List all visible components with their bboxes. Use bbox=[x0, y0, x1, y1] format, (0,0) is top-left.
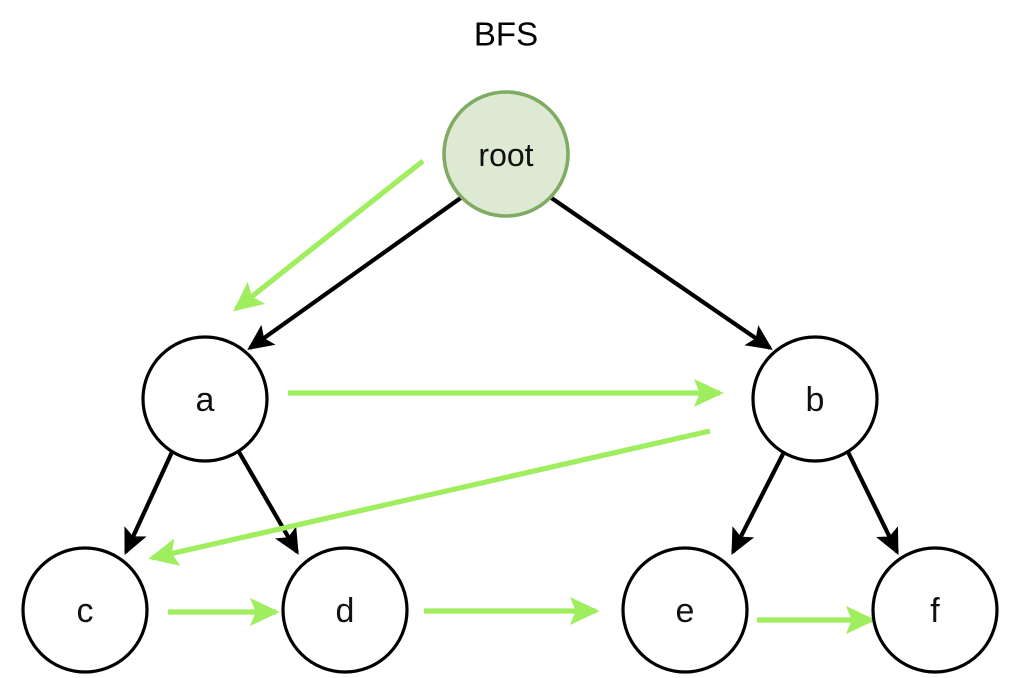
node-circle-f[interactable] bbox=[871, 546, 999, 674]
tree-edge-b-f bbox=[846, 451, 899, 556]
node-label-b: b bbox=[806, 381, 825, 419]
node-circle-c[interactable] bbox=[21, 546, 149, 674]
tree-edge-layer bbox=[124, 195, 899, 556]
node-label-a: a bbox=[196, 381, 215, 419]
node-label-root: root bbox=[478, 137, 533, 173]
traversal-edge-layer bbox=[148, 158, 876, 635]
node-label-c: c bbox=[77, 592, 94, 630]
node-c[interactable]: c bbox=[21, 546, 149, 674]
tree-edge-a-c bbox=[124, 451, 174, 556]
node-circle-d[interactable] bbox=[281, 546, 409, 674]
node-circle-a[interactable] bbox=[141, 335, 269, 463]
node-label-e: e bbox=[676, 592, 695, 630]
diagram-title: BFS bbox=[474, 16, 538, 53]
node-circle-e[interactable] bbox=[621, 546, 749, 674]
node-circle-root[interactable] bbox=[442, 90, 570, 218]
node-f[interactable]: f bbox=[871, 546, 999, 674]
node-label-f: f bbox=[930, 592, 940, 630]
node-b[interactable]: b bbox=[751, 335, 879, 463]
node-e[interactable]: e bbox=[621, 546, 749, 674]
node-circle-b[interactable] bbox=[751, 335, 879, 463]
node-layer: root a b c d e f bbox=[21, 90, 999, 674]
node-d[interactable]: d bbox=[281, 546, 409, 674]
tree-edge-b-e bbox=[731, 451, 786, 555]
traversal-arrow-b-c bbox=[148, 428, 711, 566]
tree-edge-a-d bbox=[237, 450, 299, 555]
node-a[interactable]: a bbox=[141, 335, 269, 463]
tree-edge-root-a bbox=[247, 195, 464, 350]
node-label-d: d bbox=[336, 592, 355, 630]
traversal-arrow-root-a bbox=[233, 158, 425, 312]
tree-edge-root-b bbox=[548, 195, 773, 350]
node-root[interactable]: root bbox=[442, 90, 570, 218]
